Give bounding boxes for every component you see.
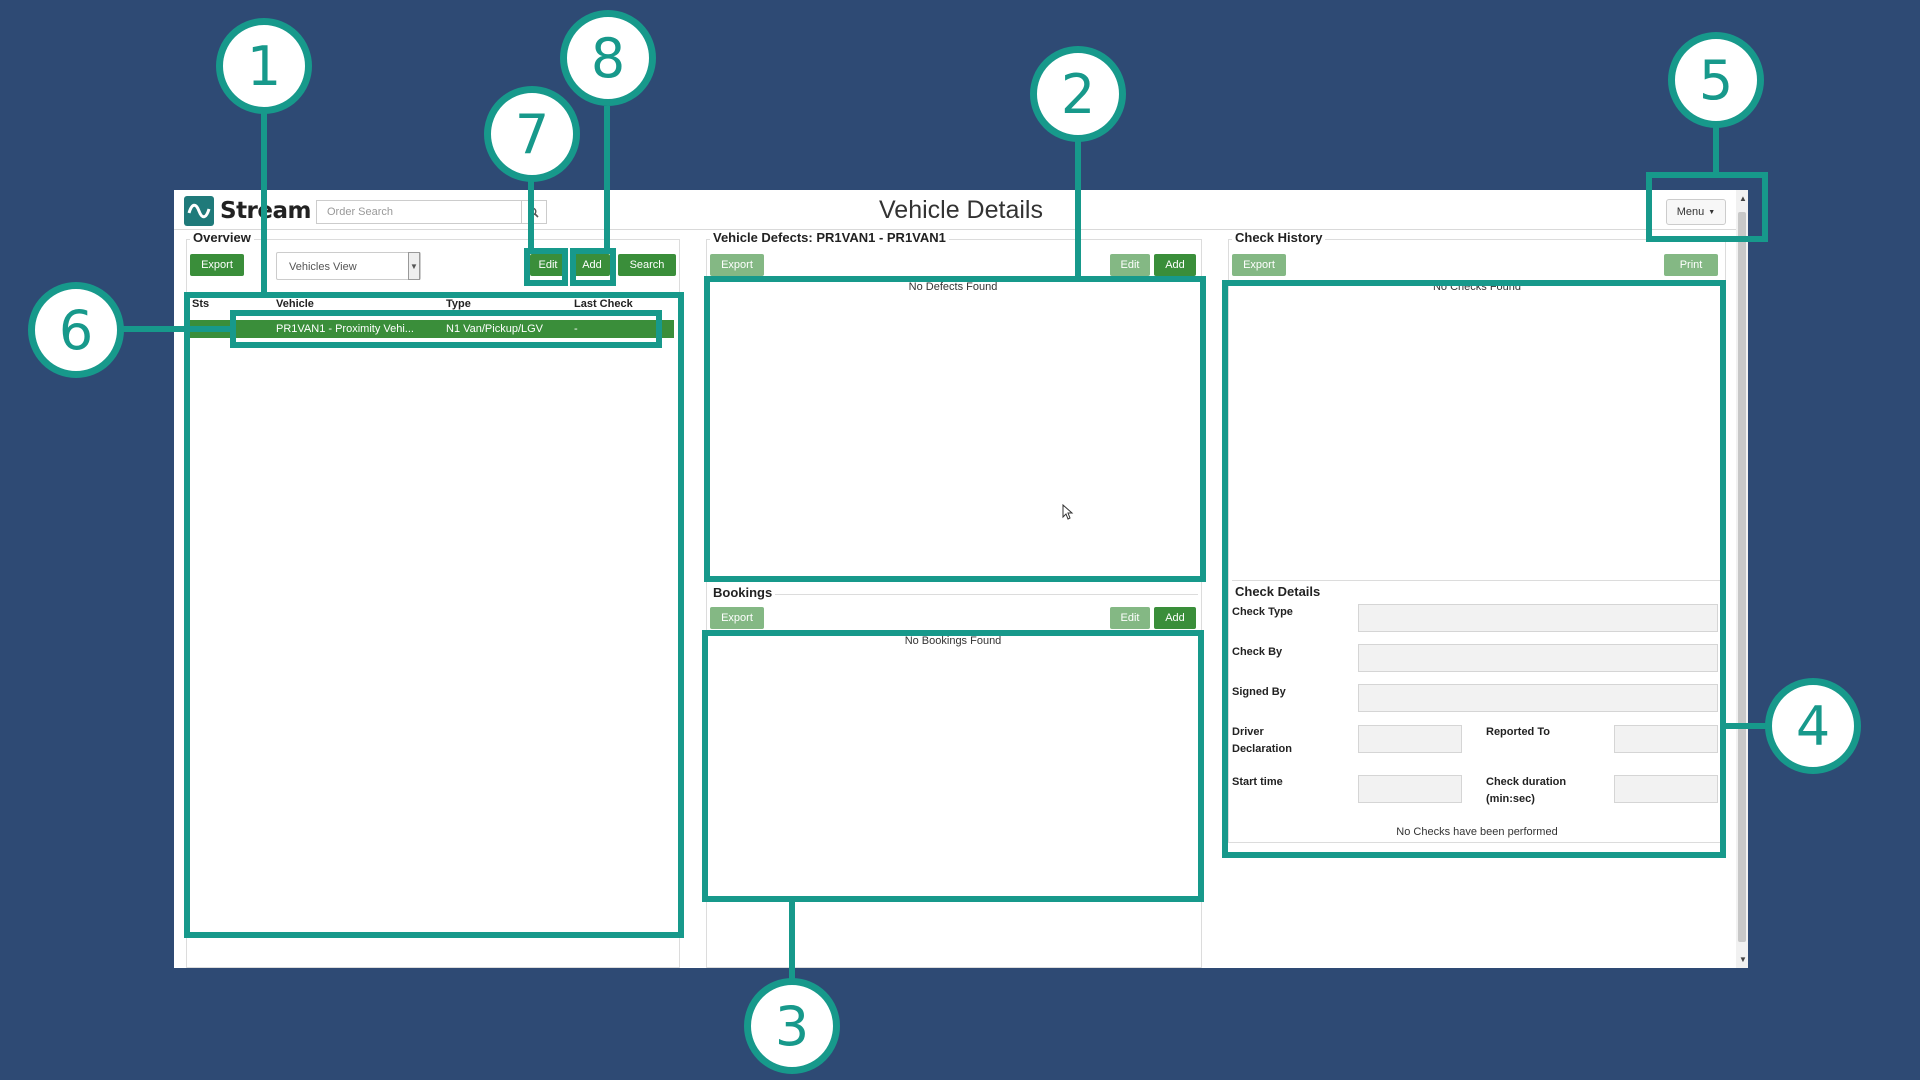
callout-line-3 bbox=[789, 900, 795, 980]
check-history-print-button[interactable]: Print bbox=[1664, 254, 1718, 276]
vehicles-view-value: Vehicles View bbox=[289, 261, 357, 273]
row-last-check: - bbox=[574, 323, 578, 335]
column-header-last-check[interactable]: Last Check bbox=[574, 298, 633, 310]
stream-logo-icon bbox=[184, 196, 214, 226]
column-header-type[interactable]: Type bbox=[446, 298, 471, 310]
highlight-box-bookings-area bbox=[702, 630, 1204, 902]
column-header-vehicle[interactable]: Vehicle bbox=[276, 298, 314, 310]
check-details-divider bbox=[1232, 580, 1722, 581]
check-duration-label: Check duration (min:sec) bbox=[1486, 774, 1566, 808]
callout-line-4 bbox=[1724, 723, 1770, 729]
check-by-label: Check By bbox=[1232, 646, 1283, 658]
highlight-box-defects-area bbox=[704, 276, 1206, 582]
highlight-box-check-history bbox=[1222, 280, 1726, 858]
start-time-label: Start time bbox=[1232, 776, 1283, 788]
start-time-field bbox=[1358, 775, 1462, 803]
check-by-field bbox=[1358, 644, 1718, 672]
top-bar: Stream Order Search Vehicle Details Menu… bbox=[174, 190, 1748, 230]
check-history-export-button[interactable]: Export bbox=[1232, 254, 1286, 276]
callout-bubble-6: 6 bbox=[28, 282, 124, 378]
check-details-title: Check Details bbox=[1232, 584, 1324, 599]
vehicle-defects-panel bbox=[706, 239, 1202, 968]
no-bookings-message: No Bookings Found bbox=[904, 635, 1002, 647]
overview-edit-button[interactable]: Edit bbox=[530, 254, 566, 276]
callout-line-6 bbox=[120, 326, 232, 332]
scrollbar-thumb[interactable] bbox=[1738, 212, 1746, 942]
defects-edit-button[interactable]: Edit bbox=[1110, 254, 1150, 276]
bookings-divider bbox=[710, 594, 1198, 595]
callout-bubble-5: 5 bbox=[1668, 32, 1764, 128]
no-defects-message: No Defects Found bbox=[908, 281, 998, 293]
bookings-add-button[interactable]: Add bbox=[1154, 607, 1196, 629]
chevron-down-icon[interactable]: ▼ bbox=[408, 252, 420, 280]
check-type-label: Check Type bbox=[1232, 606, 1293, 618]
order-search-input[interactable]: Order Search bbox=[316, 200, 522, 224]
driver-declaration-line-1: Driver bbox=[1232, 726, 1264, 738]
signed-by-field bbox=[1358, 684, 1718, 712]
page-title: Vehicle Details bbox=[879, 196, 1043, 224]
callout-line-1 bbox=[261, 106, 267, 294]
vehicles-view-select[interactable]: Vehicles View ▼ bbox=[276, 252, 421, 280]
overview-add-button[interactable]: Add bbox=[574, 254, 610, 276]
app-window: Stream Order Search Vehicle Details Menu… bbox=[174, 190, 1748, 968]
bookings-export-button[interactable]: Export bbox=[710, 607, 764, 629]
menu-button[interactable]: Menu ▼ bbox=[1666, 199, 1726, 225]
check-duration-line-1: Check duration bbox=[1486, 776, 1567, 788]
highlight-box-vehicle-list bbox=[184, 292, 684, 938]
check-duration-field bbox=[1614, 775, 1718, 803]
check-type-field bbox=[1358, 604, 1718, 632]
table-row[interactable]: PR1VAN1 - Proximity Vehi... N1 Van/Picku… bbox=[184, 320, 674, 338]
bookings-edit-button[interactable]: Edit bbox=[1110, 607, 1150, 629]
callout-line-7 bbox=[528, 180, 534, 250]
overview-title: Overview bbox=[190, 230, 254, 245]
highlight-box-vehicle-row bbox=[230, 310, 662, 348]
callout-bubble-4: 4 bbox=[1765, 678, 1861, 774]
overview-export-button[interactable]: Export bbox=[190, 254, 244, 276]
callout-bubble-2: 2 bbox=[1030, 46, 1126, 142]
callout-line-5 bbox=[1713, 122, 1719, 174]
highlight-box-add-button bbox=[570, 248, 616, 286]
chevron-down-icon: ▼ bbox=[1708, 208, 1716, 216]
callout-line-8 bbox=[604, 106, 610, 250]
callout-bubble-3: 3 bbox=[744, 978, 840, 1074]
defects-add-button[interactable]: Add bbox=[1154, 254, 1196, 276]
column-header-sts[interactable]: Sts bbox=[192, 298, 210, 310]
menu-label: Menu bbox=[1676, 206, 1705, 218]
mouse-cursor-icon bbox=[1062, 504, 1074, 520]
reported-to-label: Reported To bbox=[1486, 726, 1550, 738]
driver-declaration-line-2: Declaration bbox=[1232, 743, 1292, 755]
highlight-box-edit-button bbox=[524, 248, 568, 286]
scroll-up-icon[interactable]: ▲ bbox=[1739, 194, 1747, 203]
defects-export-button[interactable]: Export bbox=[710, 254, 764, 276]
row-type: N1 Van/Pickup/LGV bbox=[446, 323, 544, 335]
row-vehicle: PR1VAN1 - Proximity Vehi... bbox=[276, 323, 414, 335]
bookings-title: Bookings bbox=[710, 585, 776, 600]
signed-by-label: Signed By bbox=[1232, 686, 1286, 698]
reported-to-field bbox=[1614, 725, 1718, 753]
highlight-box-menu bbox=[1646, 172, 1768, 242]
driver-declaration-field bbox=[1358, 725, 1462, 753]
scroll-down-icon[interactable]: ▼ bbox=[1739, 955, 1747, 964]
callout-bubble-8: 8 bbox=[560, 10, 656, 106]
driver-declaration-label: Driver Declaration bbox=[1232, 724, 1292, 758]
callout-line-2 bbox=[1075, 136, 1081, 278]
page-scrollbar[interactable]: ▲ ▼ bbox=[1736, 190, 1748, 968]
no-checks-performed-message: No Checks have been performed bbox=[1396, 826, 1558, 838]
vehicle-defects-title: Vehicle Defects: PR1VAN1 - PR1VAN1 bbox=[710, 230, 949, 245]
callout-bubble-1: 1 bbox=[216, 18, 312, 114]
check-history-title: Check History bbox=[1232, 230, 1326, 245]
callout-bubble-7: 7 bbox=[484, 86, 580, 182]
overview-search-button[interactable]: Search bbox=[618, 254, 676, 276]
check-duration-line-2: (min:sec) bbox=[1486, 793, 1535, 805]
